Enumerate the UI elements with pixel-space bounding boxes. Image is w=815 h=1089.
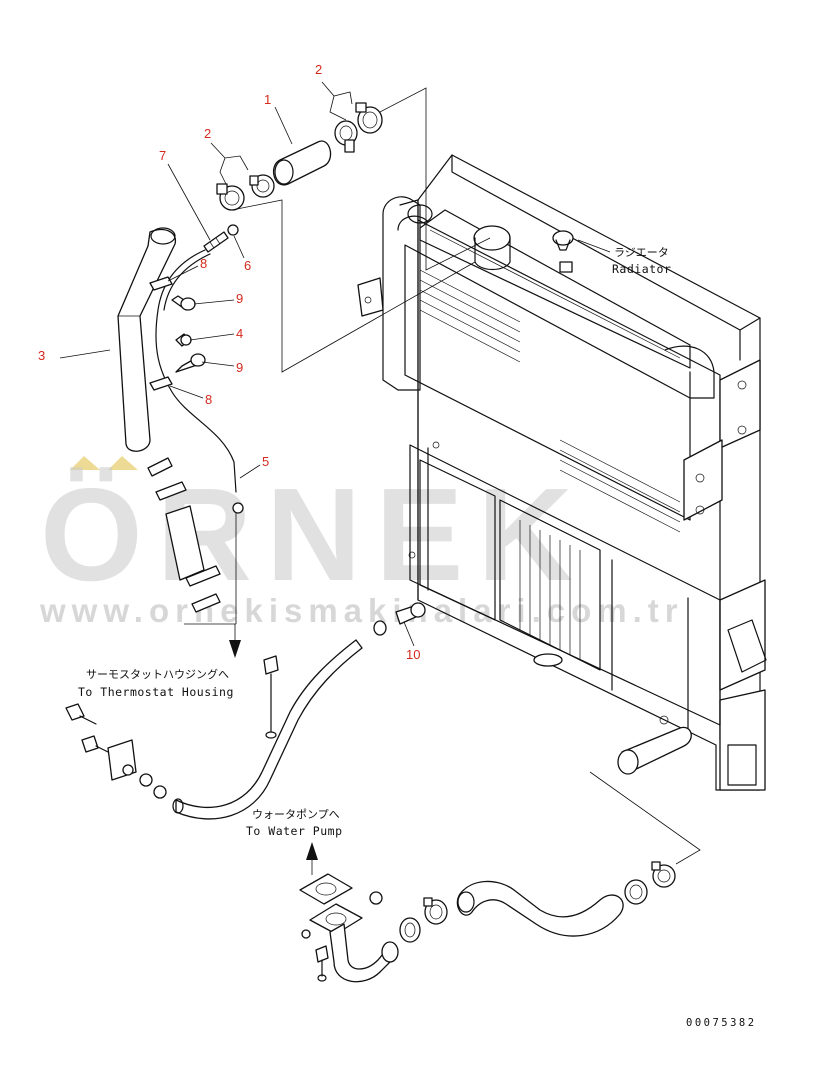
- upper-hose-group: [117, 102, 383, 625]
- document-number: 00075382: [686, 1017, 757, 1029]
- watermark-accent-left: [70, 456, 100, 470]
- clip-8-lower: [149, 376, 173, 391]
- waterpump-label-jp: ウォータポンプへ: [252, 808, 340, 821]
- radiator-label-en: Radiator: [612, 262, 671, 276]
- callout-5: 5: [262, 454, 269, 469]
- arrow-to-water-pump: [306, 842, 318, 860]
- elbow-fitting: [309, 903, 399, 983]
- callout-8-lower: 8: [205, 392, 212, 407]
- bolt-9-lower: [175, 353, 206, 373]
- lower-core: [408, 441, 721, 731]
- waterpump-label-en: To Water Pump: [246, 824, 343, 838]
- fitting-7: [203, 231, 229, 253]
- callout-10: 10: [406, 647, 420, 662]
- bolt-9-upper: [171, 295, 196, 311]
- callout-numbers: 1 2 2 3 4 5 6 7 8 8 9 9 10: [38, 62, 420, 662]
- callout-6: 6: [244, 258, 251, 273]
- thermostat-label-en: To Thermostat Housing: [78, 685, 234, 699]
- callout-3: 3: [38, 348, 45, 363]
- tube-end-5: [232, 502, 244, 514]
- callout-8-upper: 8: [200, 256, 207, 271]
- right-brackets: [683, 359, 767, 791]
- pipe-3: [117, 227, 177, 452]
- leader-frames: [231, 87, 491, 373]
- clip-8-upper: [149, 276, 173, 291]
- callout-leaders: [59, 81, 611, 647]
- thermostat-label-jp: サーモスタットハウジングへ: [86, 667, 229, 681]
- arrow-to-thermostat: [229, 640, 241, 658]
- clamp-2-left: [216, 174, 275, 211]
- callout-7: 7: [159, 148, 166, 163]
- upper-core: [404, 244, 691, 533]
- gasket: [299, 873, 353, 905]
- callout-9-lower: 9: [236, 360, 243, 375]
- clamp-2-right: [334, 102, 383, 153]
- lower-left-group: [65, 602, 426, 983]
- radiator-label-jp: ラジエータ: [614, 246, 669, 259]
- lower-right-hose: [399, 771, 701, 943]
- callout-4: 4: [236, 326, 243, 341]
- watermark: ÖRNEK www.ornekismakinalari.com.tr: [39, 456, 684, 629]
- bolt-vertical: [263, 655, 279, 739]
- callout-1: 1: [264, 92, 271, 107]
- hose-1: [272, 140, 332, 186]
- watermark-accent-right: [108, 456, 138, 470]
- bolt-10: [395, 602, 426, 625]
- callout-2-left: 2: [204, 126, 211, 141]
- watermark-url: www.ornekismakinalari.com.tr: [39, 592, 684, 629]
- bracket-left: [65, 703, 167, 799]
- callout-2-top: 2: [315, 62, 322, 77]
- watermark-brand: ÖRNEK: [40, 461, 587, 608]
- bolt-4: [175, 333, 192, 347]
- radiator-assembly: [357, 154, 767, 791]
- destination-labels: ラジエータ Radiator サーモスタットハウジングへ To Thermost…: [78, 246, 671, 838]
- washer-6: [227, 224, 239, 236]
- callout-9-upper: 9: [236, 291, 243, 306]
